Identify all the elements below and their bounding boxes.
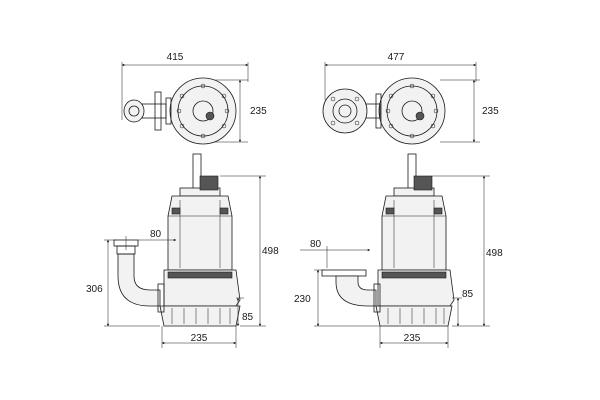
right-outlet-offset-label: 80	[310, 239, 322, 250]
left-top-view: 415 235	[121, 52, 267, 145]
right-top-depth-label: 235	[482, 106, 499, 117]
right-foot-height-label: 85	[462, 289, 474, 300]
left-outlet-offset-label: 80	[150, 229, 162, 240]
left-foot-height-label: 85	[242, 312, 254, 323]
left-side-dimensions: 80 306 498 85 235	[86, 175, 279, 348]
right-top-width-label: 477	[388, 52, 405, 63]
right-total-height-label: 498	[486, 248, 503, 259]
right-base-width-label: 235	[404, 333, 421, 344]
left-top-depth-label: 235	[250, 106, 267, 117]
right-side-view	[321, 153, 455, 327]
left-top-width-label: 415	[167, 52, 184, 63]
left-side-view	[113, 153, 241, 327]
left-base-width-label: 235	[191, 333, 208, 344]
right-outlet-height-label: 230	[294, 294, 311, 305]
left-outlet-height-label: 306	[86, 284, 103, 295]
right-side-dimensions: 80 230 498 85 235	[294, 175, 503, 348]
right-top-view: 477 235	[322, 52, 499, 145]
left-total-height-label: 498	[262, 246, 279, 257]
